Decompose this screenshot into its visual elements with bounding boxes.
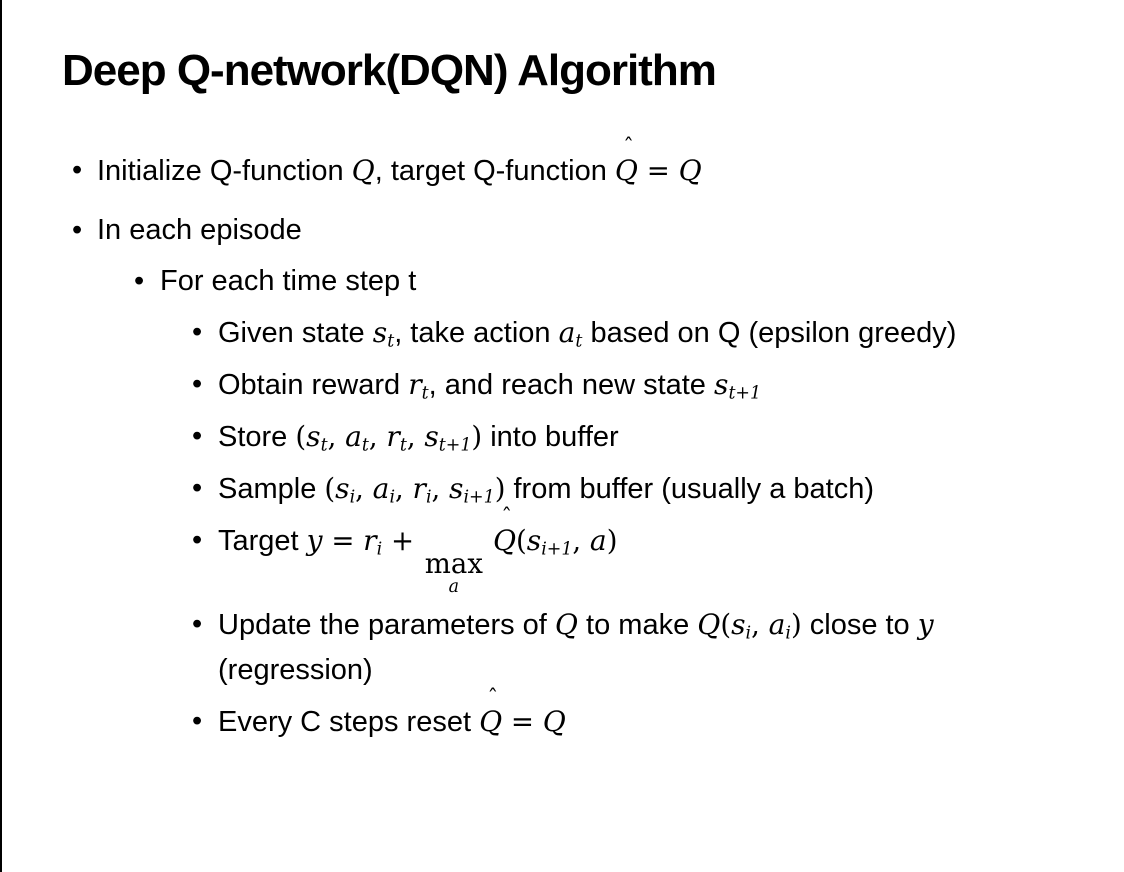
bullet-text: Store (st, at, rt, st+1) into buffer — [218, 420, 619, 456]
bullet-icon: • — [192, 368, 203, 400]
slide-title: Deep Q-network(DQN) Algorithm — [62, 46, 717, 95]
bullet-list: • Initialize Q-function Q, target Q-func… — [0, 134, 1124, 751]
bullet-item: • Given state st, take action at based o… — [0, 310, 1124, 356]
window-left-edge — [0, 0, 2, 872]
bullet-icon: • — [192, 420, 203, 452]
bullet-item: • Store (st, at, rt, st+1) into buffer — [0, 414, 1124, 460]
bullet-text: Update the parameters of Q to make Q(si,… — [218, 607, 934, 686]
bullet-item: • Initialize Q-function Q, target Q-func… — [0, 134, 1124, 194]
bullet-icon: • — [134, 265, 145, 297]
bullet-icon: • — [192, 524, 203, 556]
bullet-item: • Obtain reward rt, and reach new state … — [0, 362, 1124, 408]
bullet-icon: • — [192, 704, 203, 737]
bullet-text: Given state st, take action at based on … — [218, 316, 957, 352]
bullet-icon: • — [192, 316, 203, 348]
bullet-text: For each time step t — [160, 265, 417, 297]
bullet-item: • Update the parameters of Q to make Q(s… — [0, 602, 1124, 693]
bullet-icon: • — [192, 472, 203, 504]
bullet-item: • Sample (si, ai, ri, si+1) from buffer … — [0, 466, 1124, 512]
bullet-icon: • — [72, 154, 83, 186]
bullet-text: In each episode — [97, 214, 302, 246]
bullet-item: • In each episode — [0, 208, 1124, 253]
bullet-text: Sample (si, ai, ri, si+1) from buffer (u… — [218, 472, 875, 508]
bullet-text: Obtain reward rt, and reach new state st… — [218, 368, 762, 404]
bullet-text: Initialize Q-function Q, target Q-functi… — [97, 134, 702, 187]
bullet-icon: • — [192, 607, 203, 640]
bullet-item: • For each time step t — [0, 259, 1124, 304]
bullet-icon: • — [72, 214, 83, 246]
